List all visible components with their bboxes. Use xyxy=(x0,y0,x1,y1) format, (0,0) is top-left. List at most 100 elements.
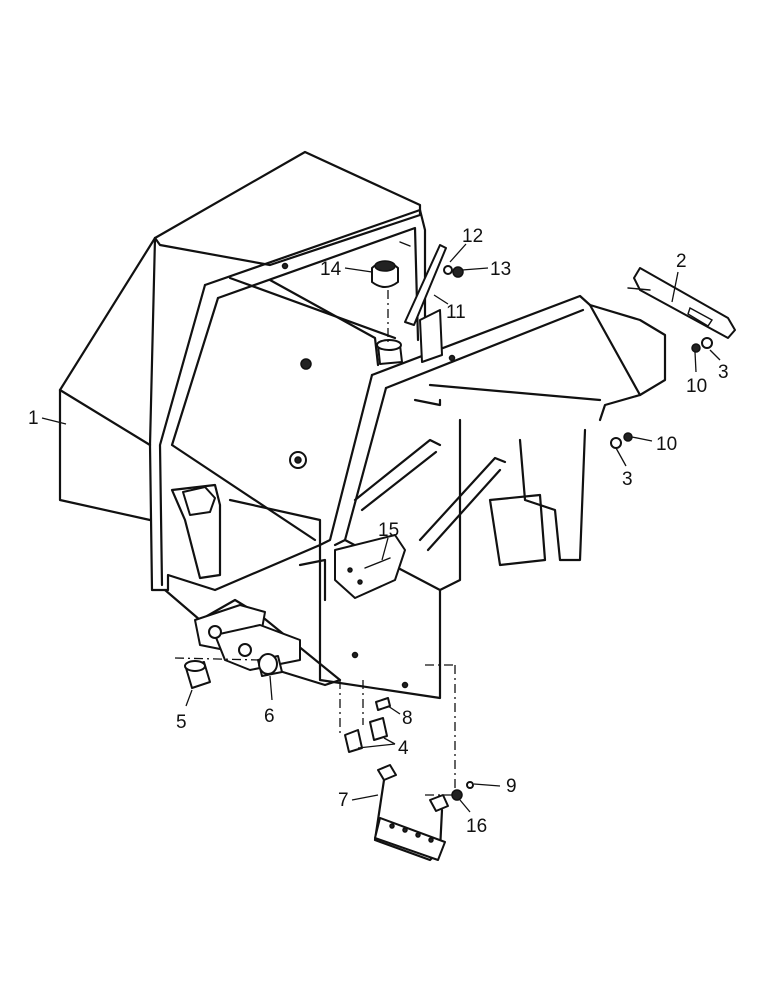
leader-15 xyxy=(381,537,389,561)
callout-13: 13 xyxy=(490,259,511,280)
step-7 xyxy=(373,664,474,862)
rivet-3 xyxy=(401,681,409,689)
slot-lower xyxy=(418,456,507,542)
lower-bracket-plate-2 xyxy=(214,624,301,671)
center-cavity xyxy=(228,498,322,547)
leader-4b xyxy=(383,737,396,745)
callout-12: 12 xyxy=(462,226,483,247)
screw-8 xyxy=(375,697,391,711)
tank-top-inner-crease xyxy=(268,278,380,367)
frame-hole xyxy=(300,358,312,370)
tank-top-crease xyxy=(228,276,397,340)
leader-3a xyxy=(709,349,721,361)
callout-15: 15 xyxy=(378,520,399,541)
tank-right-wing-front-edge xyxy=(318,373,374,547)
mounting-plate xyxy=(633,267,736,339)
leader-10b xyxy=(631,436,653,442)
nut-16 xyxy=(451,789,463,801)
tank-top-left-face xyxy=(153,150,422,267)
tank-right-wing-top xyxy=(370,294,667,397)
tank-frame-left-rim xyxy=(158,283,207,587)
rivet-4 xyxy=(351,651,359,659)
callout-3b: 3 xyxy=(622,469,633,490)
bushing-5-top xyxy=(184,660,206,672)
callout-2: 2 xyxy=(676,251,687,272)
callout-4: 4 xyxy=(398,738,409,759)
vent-pipe xyxy=(404,244,447,326)
filler-assembly xyxy=(371,241,447,365)
tread-hole xyxy=(389,823,395,829)
plate-slot xyxy=(687,306,714,327)
callout-7: 7 xyxy=(338,790,349,811)
callout-9: 9 xyxy=(506,776,517,797)
nut-3b xyxy=(610,437,622,449)
callout-3a: 3 xyxy=(718,362,729,383)
callout-1: 1 xyxy=(28,408,39,429)
leader-12 xyxy=(449,243,467,263)
slot-upper xyxy=(353,438,442,502)
callout-10b: 10 xyxy=(656,434,677,455)
tread-hole-3 xyxy=(415,832,421,838)
tread-hole-2 xyxy=(402,827,408,833)
bushings xyxy=(174,653,283,689)
leader-2 xyxy=(671,271,679,303)
tread-hole-4 xyxy=(428,837,434,843)
leader-9 xyxy=(473,783,501,787)
step-pad-dot xyxy=(357,579,363,585)
nut-13 xyxy=(452,266,464,278)
leader-7 xyxy=(351,794,379,801)
hardware-12-13 xyxy=(443,265,464,278)
vent-pipe-bracket xyxy=(419,309,443,363)
grommet-15 xyxy=(334,534,406,599)
callout-labels: 1 2 3 3 4 5 6 7 8 9 10 10 11 12 13 14 15… xyxy=(28,226,729,837)
bushing-centerline xyxy=(174,657,261,661)
slot-lower-inner xyxy=(426,468,502,552)
tank-front-corner xyxy=(148,236,157,447)
left-cavity-block xyxy=(182,486,216,516)
hardware-3-10-lower xyxy=(610,432,633,449)
bracket-hole xyxy=(208,625,222,639)
callout-6: 6 xyxy=(264,706,275,727)
callout-16: 16 xyxy=(466,816,487,837)
tank-right-wing-side xyxy=(588,303,642,422)
tank-left-outer-edge xyxy=(58,236,157,522)
callout-5: 5 xyxy=(176,712,187,733)
leader-11 xyxy=(433,294,449,305)
tank-left-mid-edge xyxy=(58,388,152,447)
leader-8 xyxy=(387,705,401,715)
leader-4a xyxy=(357,743,396,749)
step-pad-dot-2 xyxy=(347,567,353,573)
mounts xyxy=(339,680,391,753)
center-cavity-wall xyxy=(298,558,327,602)
leader-16 xyxy=(459,799,471,813)
step-hook-right xyxy=(429,794,449,812)
wing-notch xyxy=(413,398,442,407)
leader-3b xyxy=(615,447,627,467)
leader-13 xyxy=(461,267,489,271)
leader-1 xyxy=(41,417,67,425)
slot-upper-inner xyxy=(360,450,438,512)
step-pad-slot xyxy=(364,557,391,569)
mount-4a xyxy=(344,729,363,753)
rivet xyxy=(281,262,289,270)
washer-12 xyxy=(443,265,453,275)
leader-5 xyxy=(185,689,193,707)
washer-9 xyxy=(466,781,474,789)
bracket-hole-2 xyxy=(238,643,252,657)
drain-plug-center xyxy=(294,456,302,464)
callout-10a: 10 xyxy=(686,376,707,397)
leader-14 xyxy=(344,267,373,273)
callout-8: 8 xyxy=(402,708,413,729)
step-frame xyxy=(373,778,444,862)
vent-screw xyxy=(399,241,411,247)
nut-3a xyxy=(701,337,713,349)
mount-4b xyxy=(369,717,388,741)
rivet-2 xyxy=(448,354,456,362)
bushing-6-flange xyxy=(258,653,278,675)
plate-2 xyxy=(627,267,736,353)
tank-right-wing-inner xyxy=(384,308,585,390)
callout-11: 11 xyxy=(446,302,466,323)
step-hook-left xyxy=(377,764,397,781)
filler-cap-top xyxy=(374,260,396,272)
